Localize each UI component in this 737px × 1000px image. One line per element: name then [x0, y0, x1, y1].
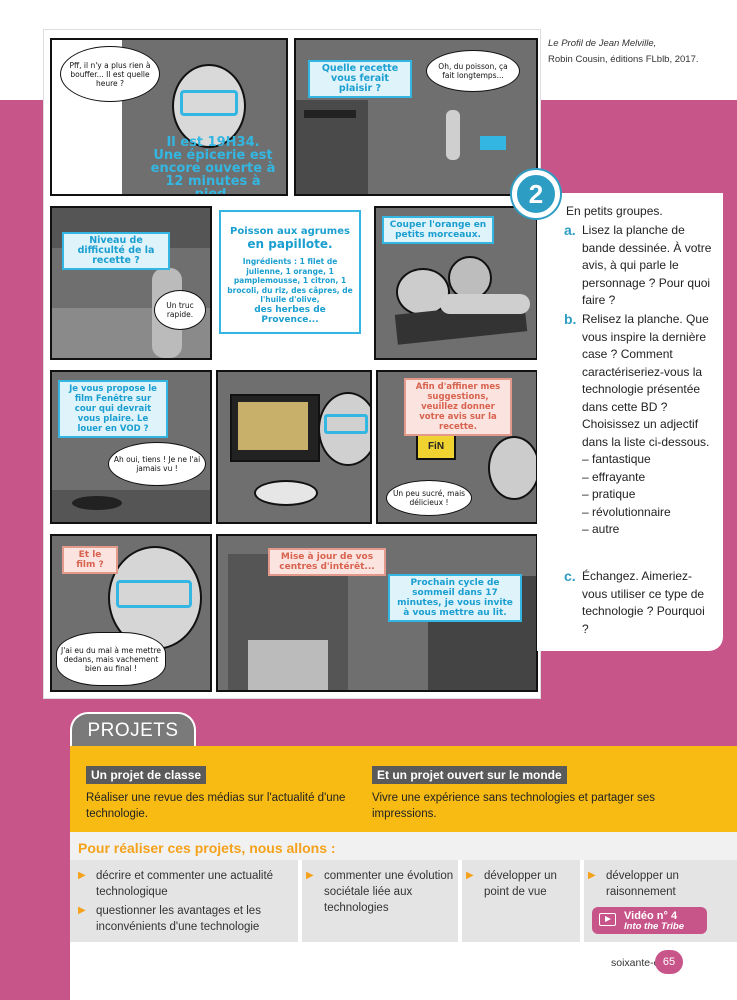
narration-caption: Il est 19H34. Une épicerie est encore ou… [150, 135, 276, 196]
speech-bubble: Ah oui, tiens ! Je ne l'ai jamais vu ! [108, 442, 206, 486]
recipe-ingredients: Ingrédients : 1 filet de julienne, 1 ora… [227, 257, 353, 304]
lit-windows [248, 640, 328, 690]
method-column-3 [462, 860, 580, 942]
narration-caption: Prochain cycle de sommeil dans 17 minute… [388, 574, 522, 622]
walking-character [446, 110, 460, 160]
character-head [172, 64, 246, 148]
triangle-bullet-icon: ▶ [306, 870, 314, 881]
speech-bubble: Oh, du poisson, ça fait longtemps... [426, 50, 520, 92]
world-project-title: Et un projet ouvert sur le monde [372, 766, 567, 784]
movie-image [238, 402, 308, 450]
class-project-text: Réaliser une revue des médias sur l'actu… [86, 792, 346, 820]
question-text: Lisez la planche de bande dessinée. À vo… [582, 223, 712, 307]
projects-tab: PROJETS [70, 712, 196, 748]
question-letter: a. [564, 222, 576, 238]
arrow-right-icon [480, 136, 506, 150]
comic-panel-7 [216, 370, 372, 524]
narration-caption: Couper l'orange en petits morceaux. [382, 216, 494, 244]
triangle-bullet-icon: ▶ [588, 870, 596, 881]
question-b: b. Relisez la planche. Que vous inspire … [564, 311, 714, 539]
list-item: ▶ développer un raisonnement [588, 868, 728, 900]
comic-panel-6: Je vous propose le film Fenêtre sur cour… [50, 370, 212, 524]
comic-panel-8: FiN Afin d'affiner mes suggestions, veui… [376, 370, 538, 524]
activity-card [537, 193, 723, 651]
question-a: a. Lisez la planche de bande dessinée. À… [564, 222, 714, 310]
speech-bubble: J'ai eu du mal à me mettre dedans, mais … [56, 632, 166, 686]
narration-caption: Afin d'affiner mes suggestions, veuillez… [404, 378, 512, 436]
list-item: – effrayante [582, 469, 646, 484]
video-play-icon [599, 913, 616, 926]
activity-intro: En petits groupes. [566, 204, 663, 218]
speech-bubble: Un truc rapide. [154, 290, 206, 330]
credit-publisher: Robin Cousin, éditions FLblb, 2017. [548, 54, 699, 65]
list-item: – révolutionnaire [582, 504, 671, 519]
method-title: Pour réaliser ces projets, nous allons : [78, 840, 336, 856]
hand [440, 294, 530, 314]
glasses [180, 90, 238, 116]
class-project-title: Un projet de classe [86, 766, 207, 784]
question-c: c. Échangez. Aimeriez-vous utiliser ce t… [564, 568, 714, 638]
list-item: – fantastique [582, 452, 651, 466]
list-item: ▶ questionner les avantages et les incon… [78, 903, 288, 935]
recipe-subtitle: en papillote. [247, 237, 333, 251]
comic-panel-10: Mise à jour de vos centres d'intérêt... … [216, 534, 538, 692]
video-label: Vidéo n° 4 [624, 910, 678, 922]
list-item: – autre [582, 522, 620, 536]
awning [304, 110, 356, 118]
comic-credit: Le Profil de Jean Melville, Robin Cousin… [548, 36, 733, 68]
triangle-bullet-icon: ▶ [78, 905, 86, 916]
screen-fin: FiN [416, 434, 456, 460]
projects-banner [70, 746, 737, 832]
comic-strip: Pff, il n'y a plus rien à bouffer... Il … [44, 30, 540, 698]
speech-bubble: Pff, il n'y a plus rien à bouffer... Il … [60, 46, 160, 102]
narration-caption: Quelle recette vous ferait plaisir ? [308, 60, 412, 98]
comic-panel-2: Quelle recette vous ferait plaisir ? Oh,… [294, 38, 538, 196]
adjective-list: – fantastique – effrayante – pratique – … [582, 451, 714, 539]
narration-caption: Niveau de difficulté de la recette ? [62, 232, 170, 270]
credit-title: Le Profil de Jean Melville, [548, 38, 657, 49]
glasses [116, 580, 192, 608]
narration-caption: Je vous propose le film Fenêtre sur cour… [58, 380, 168, 438]
activity-number: 2 [512, 170, 560, 218]
list-item: – pratique [582, 487, 636, 501]
comic-panel-1: Pff, il n'y a plus rien à bouffer... Il … [50, 38, 288, 196]
glasses [324, 414, 368, 434]
top-right-margin [540, 0, 737, 100]
narration-caption: Mise à jour de vos centres d'intérêt... [268, 548, 386, 576]
page-number: 65 [655, 950, 683, 974]
world-project-text: Vivre une expérience sans technologies e… [372, 792, 655, 820]
character-head [488, 436, 536, 500]
plate [254, 480, 318, 506]
video-button[interactable]: Vidéo n° 4 Into the Tribe [592, 907, 707, 934]
pan [72, 496, 122, 510]
question-letter: c. [564, 568, 576, 584]
method-column-1 [70, 860, 298, 942]
triangle-bullet-icon: ▶ [78, 870, 86, 881]
comic-panel-9: Et le film ? J'ai eu du mal à me mettre … [50, 534, 212, 692]
narration-caption: Et le film ? [62, 546, 118, 574]
question-text: Relisez la planche. Que vous inspire la … [582, 312, 710, 449]
recipe-title: Poisson aux agrumes [230, 226, 350, 237]
list-item: ▶ développer un point de vue [466, 868, 578, 900]
list-item-text: commenter une évolution sociétale liée a… [324, 870, 454, 914]
comic-panel-3: Niveau de difficulté de la recette ? Un … [50, 206, 212, 360]
video-title: Into the Tribe [624, 921, 684, 932]
list-item-text: développer un raisonnement [606, 870, 679, 898]
comic-panel-5: Couper l'orange en petits morceaux. [374, 206, 538, 360]
method-header [70, 832, 737, 860]
recipe-herbs: des herbes de Provence... [254, 304, 326, 325]
recipe-card: Poisson aux agrumes en papillote. Ingréd… [219, 210, 361, 334]
speech-bubble: Un peu sucré, mais délicieux ! [386, 480, 472, 516]
list-item-text: développer un point de vue [484, 870, 557, 898]
method-column-2 [302, 860, 458, 942]
list-item: ▶ décrire et commenter une actualité tec… [78, 868, 288, 900]
triangle-bullet-icon: ▶ [466, 870, 474, 881]
list-item-text: questionner les avantages et les inconvé… [96, 905, 261, 933]
list-item-text: décrire et commenter une actualité techn… [96, 870, 274, 898]
question-text: Échangez. Aimeriez-vous utiliser ce type… [582, 569, 705, 636]
question-letter: b. [564, 311, 577, 327]
list-item: ▶ commenter une évolution sociétale liée… [306, 868, 454, 916]
